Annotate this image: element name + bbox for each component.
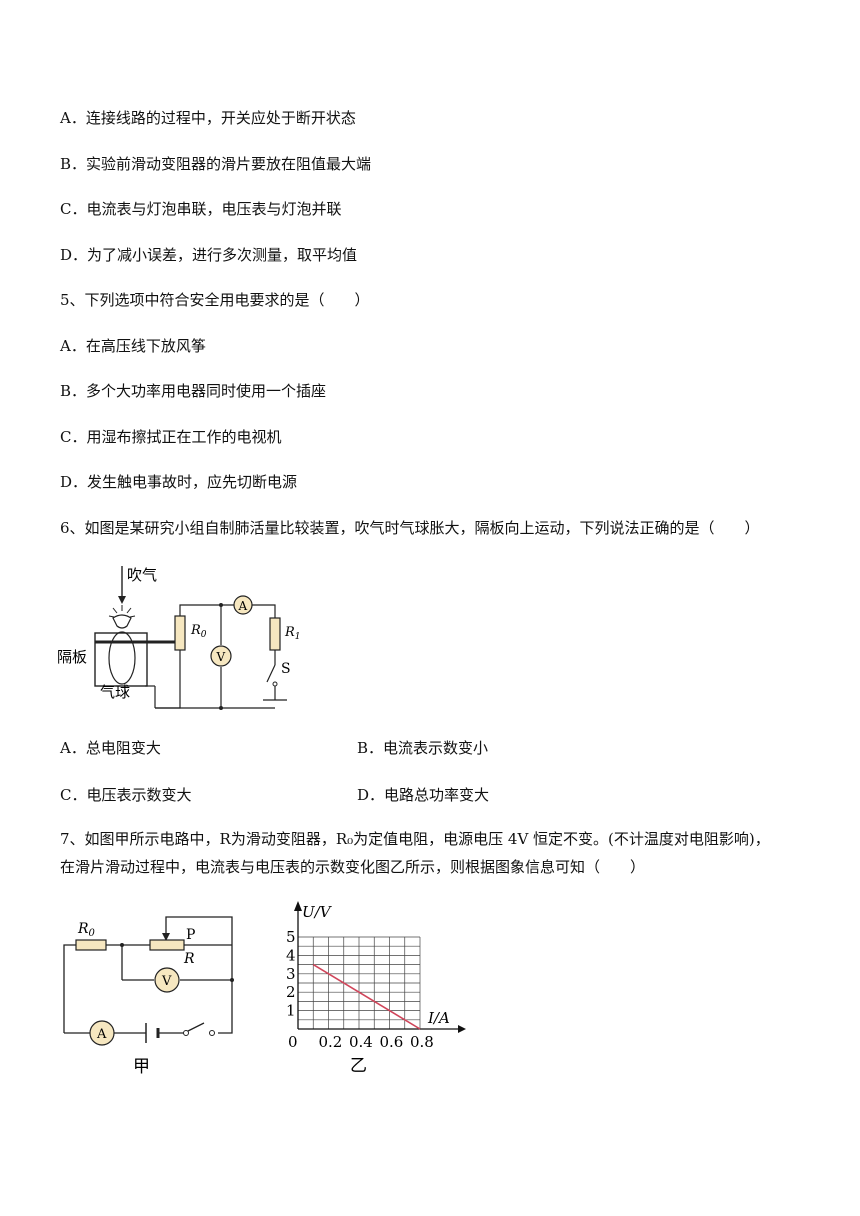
q6-option-c: C．电压表示数变大 bbox=[60, 786, 192, 804]
voltmeter-icon bbox=[210, 645, 232, 667]
x-tick-label: 0.2 bbox=[319, 1033, 343, 1051]
r1-label: R bbox=[284, 625, 295, 640]
slider-p-label: P bbox=[186, 927, 195, 943]
q4-option-b: B．实验前滑动变阻器的滑片要放在阻值最大端 bbox=[60, 155, 372, 173]
q5-option-b: B．多个大功率用电器同时使用一个插座 bbox=[60, 382, 327, 400]
q6-stem: 6、如图是某研究小组自制肺活量比较装置，吹气时气球胀大，隔板向上运动，下列说法正… bbox=[60, 519, 760, 537]
x-tick-label: 0.8 bbox=[410, 1033, 434, 1051]
svg-text:R0: R0 bbox=[190, 623, 207, 640]
svg-text:R0: R0 bbox=[77, 921, 96, 939]
figure-a-caption: 甲 bbox=[133, 1057, 150, 1075]
q6-option-d: D．电路总功率变大 bbox=[357, 786, 490, 804]
voltmeter-icon bbox=[154, 967, 180, 993]
plate-label: 隔板 bbox=[57, 648, 87, 666]
y-tick-label: 1 bbox=[286, 1002, 296, 1020]
ammeter-label: A bbox=[96, 1027, 107, 1042]
balloon bbox=[108, 631, 136, 685]
svg-text:R1: R1 bbox=[284, 625, 301, 642]
x-axis-arrow-icon bbox=[458, 1025, 466, 1033]
blow-label: 吹气 bbox=[127, 566, 157, 584]
q5-option-c: C．用湿布擦拭正在工作的电视机 bbox=[60, 428, 282, 446]
rheostat-label: R bbox=[183, 951, 195, 967]
r0-resistor bbox=[174, 615, 186, 651]
r0-resistor bbox=[75, 939, 107, 951]
y-tick-label: 4 bbox=[286, 946, 296, 964]
ammeter-label: A bbox=[238, 599, 248, 613]
r0-label: R bbox=[77, 921, 89, 937]
voltmeter-label: V bbox=[216, 650, 226, 664]
x-axis-label: I/A bbox=[427, 1009, 450, 1027]
q4-option-d: D．为了减小误差，进行多次测量，取平均值 bbox=[60, 246, 358, 264]
q4-option-c: C．电流表与灯泡串联，电压表与灯泡并联 bbox=[60, 200, 342, 218]
r0-sub: 0 bbox=[201, 630, 207, 640]
q6-option-b: B．电流表示数变小 bbox=[357, 739, 489, 757]
r1-sub: 1 bbox=[295, 632, 301, 642]
q5-option-a: A．在高压线下放风筝 bbox=[60, 337, 206, 355]
switch-label: S bbox=[281, 661, 291, 677]
q7-figure-a: R0 P R V A 甲 bbox=[63, 916, 234, 1075]
x-tick-label: 0.4 bbox=[349, 1033, 373, 1051]
x-tick-label: 0.6 bbox=[380, 1033, 404, 1051]
sparkle-icon bbox=[108, 605, 136, 618]
q7-stem-line1: 7、如图甲所示电路中，R为滑动变阻器，R₀为定值电阻，电源电压 4V 恒定不变。… bbox=[60, 830, 770, 848]
y-tick-label: 2 bbox=[286, 983, 296, 1001]
y-axis-label: U/V bbox=[302, 903, 333, 921]
r0-label: R bbox=[190, 623, 201, 638]
q6-figure: 吹气 隔板 气球 R0 A V R1 S bbox=[57, 566, 301, 710]
balloon-label: 气球 bbox=[100, 683, 130, 701]
voltmeter-label: V bbox=[161, 974, 172, 989]
y-tick-label: 5 bbox=[286, 928, 296, 946]
figure-b-caption: 乙 bbox=[350, 1056, 367, 1075]
r0-sub: 0 bbox=[89, 928, 96, 939]
rheostat bbox=[149, 939, 185, 951]
y-tick-label: 3 bbox=[286, 965, 296, 983]
q5-option-d: D．发生触电事故时，应先切断电源 bbox=[60, 473, 298, 491]
q6-option-a: A．总电阻变大 bbox=[60, 739, 161, 757]
x-tick-label: 0 bbox=[288, 1033, 298, 1051]
r1-resistor bbox=[269, 617, 281, 651]
ammeter-icon bbox=[233, 595, 253, 615]
ammeter-icon bbox=[89, 1020, 115, 1046]
q4-option-a: A．连接线路的过程中，开关应处于断开状态 bbox=[60, 109, 356, 127]
q7-stem-line2: 在滑片滑动过程中，电流表与电压表的示数变化图乙所示，则根据图象信息可知（ ） bbox=[60, 858, 646, 876]
data-line bbox=[312, 963, 421, 1030]
q5-stem: 5、下列选项中符合安全用电要求的是（ ） bbox=[60, 291, 370, 309]
y-axis-arrow-icon bbox=[294, 901, 302, 911]
